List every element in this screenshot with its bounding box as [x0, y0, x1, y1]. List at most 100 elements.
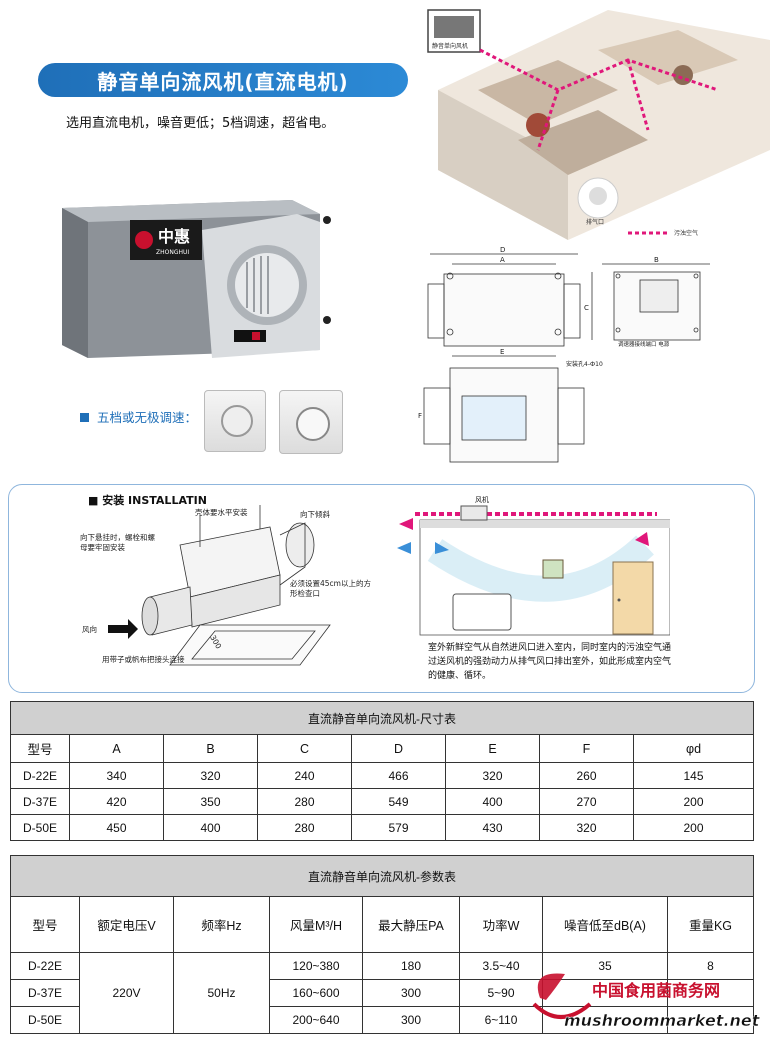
parameter-table: 直流静音单向流风机-参数表 型号 额定电压V 频率Hz 风量M³/H 最大静压P…: [10, 855, 754, 1034]
watermark-logo: 中国食用菌商务网 mushroommarket.net: [532, 973, 761, 1030]
param-weight: [667, 979, 754, 1007]
size-cell: 430: [445, 814, 540, 841]
dim-a-label: A: [500, 256, 505, 264]
size-cell: 200: [633, 788, 754, 815]
size-cell: 400: [163, 814, 258, 841]
note-strap: 用带子或帆布把接头连接: [102, 655, 185, 664]
bullet-square-icon: [80, 413, 89, 422]
size-cell: 320: [445, 762, 540, 789]
rotary-knob-icon: [296, 407, 330, 441]
fan-inset-label: 静音单向风机: [432, 42, 468, 50]
size-table: 直流静音单向流风机-尺寸表 型号 A B C D E F φd D-22E 34…: [10, 701, 754, 841]
param-airflow: 200~640: [269, 1006, 363, 1034]
size-cell: D-37E: [10, 788, 70, 815]
size-cell: 270: [539, 788, 634, 815]
dim-e-label: E: [500, 348, 504, 356]
size-cell: 466: [351, 762, 446, 789]
speed-control-text: 五档或无极调速：: [97, 410, 198, 425]
dimension-drawings: D A B C E F 安装孔4-Ф10 调速器接线端口 电源: [418, 246, 710, 463]
mushroom-logo-icon: [537, 973, 565, 1000]
param-frequency: 50Hz: [173, 952, 270, 1034]
size-cell: 579: [351, 814, 446, 841]
size-cell: 320: [163, 762, 258, 789]
dim-d-label: D: [500, 246, 505, 254]
size-cell: 340: [69, 762, 164, 789]
param-header: 噪音低至dB(A): [542, 896, 668, 953]
note-tilt: 向下倾斜: [300, 509, 330, 519]
size-cell: D-50E: [10, 814, 70, 841]
size-table-caption: 直流静音单向流风机-尺寸表: [10, 701, 754, 735]
size-cell: D-22E: [10, 762, 70, 789]
stepless-speed-controller: [279, 390, 343, 454]
room-airflow-diagram: 风机: [397, 495, 670, 636]
param-pressure: 300: [362, 1006, 460, 1034]
hole-note: 安装孔4-Ф10: [566, 360, 603, 368]
airflow-description: 室外新鲜空气从自然进风口进入室内，同时室内的污浊空气通过送风机的强劲动力从排气风…: [428, 643, 672, 681]
param-power: 6~110: [459, 1006, 543, 1034]
brand-pinyin: ZHONGHUI: [156, 249, 189, 256]
param-header: 额定电压V: [79, 896, 174, 953]
panel-note: 调速器接线端口 电源: [618, 340, 670, 348]
param-header: 风量M³/H: [269, 896, 363, 953]
dim-f-label: F: [418, 412, 422, 420]
param-weight: [667, 1006, 754, 1034]
param-pressure: 180: [362, 952, 460, 980]
note-hang: 向下悬挂时，螺栓和螺母要牢固安装: [80, 533, 155, 552]
dim-c-label: C: [584, 304, 589, 312]
size-cell: 200: [633, 814, 754, 841]
param-model: D-22E: [10, 952, 80, 980]
table-row: D-22E 340 320 240 466 320 260 145: [10, 762, 754, 789]
note-wind: 风向: [82, 624, 97, 634]
size-cell: 280: [257, 814, 352, 841]
param-header: 最大静压PA: [362, 896, 460, 953]
size-header: A: [69, 734, 164, 763]
size-cell: 145: [633, 762, 754, 789]
wind-arrow-icon: [108, 619, 138, 639]
size-cell: 549: [351, 788, 446, 815]
size-cell: 420: [69, 788, 164, 815]
size-cell: 240: [257, 762, 352, 789]
size-header: E: [445, 734, 540, 763]
table-row: D-50E 450 400 280 579 430 320 200: [10, 814, 754, 841]
table-row: D-37E 160~600 300 5~90: [10, 979, 754, 1007]
param-header: 功率W: [459, 896, 543, 953]
size-header: D: [351, 734, 446, 763]
param-table-caption: 直流静音单向流风机-参数表: [10, 855, 754, 897]
param-header: 频率Hz: [173, 896, 270, 953]
fan-label: 风机: [475, 495, 489, 504]
legend-dirty-air: 污浊空气: [674, 229, 698, 237]
param-header: 重量KG: [667, 896, 754, 953]
size-cell: 280: [257, 788, 352, 815]
watermark-url: mushroommarket.net: [564, 1011, 761, 1030]
dirty-air-path: [479, 48, 719, 151]
note-access: 必须设置45cm以上的方形检查口: [290, 579, 371, 598]
param-power: 3.5~40: [459, 952, 543, 980]
size-header: C: [257, 734, 352, 763]
param-airflow: 160~600: [269, 979, 363, 1007]
speed-control-label: 五档或无极调速：: [80, 407, 197, 426]
watermark-cn: 中国食用菌商务网: [592, 981, 720, 1000]
param-model: D-37E: [10, 979, 80, 1007]
note-level: 壳体要水平安装: [195, 507, 248, 517]
table-row: D-37E 420 350 280 549 400 270 200: [10, 788, 754, 815]
param-noise: [542, 1006, 668, 1034]
size-cell: 320: [539, 814, 634, 841]
fresh-air-arrow-icon: [397, 542, 411, 554]
fan-box: [460, 505, 488, 521]
page-title: 静音单向流风机(直流电机): [38, 63, 408, 97]
size-cell: 350: [163, 788, 258, 815]
param-power: 5~90: [459, 979, 543, 1007]
size-header: 型号: [10, 734, 70, 763]
param-pressure: 300: [362, 979, 460, 1007]
table-row: D-50E 200~640 300 6~110: [10, 1006, 754, 1034]
power-switch: [234, 330, 266, 342]
fan-unit-photo: 中惠 ZHONGHUI: [62, 200, 331, 358]
size-header: B: [163, 734, 258, 763]
param-model: D-50E: [10, 1006, 80, 1034]
installation-panel: [8, 484, 755, 693]
exhaust-arrow-icon: [399, 518, 413, 530]
param-noise: [542, 979, 668, 1007]
subtitle: 选用直流电机，噪音更低；5档调速，超省电。: [66, 116, 335, 131]
size-cell: 450: [69, 814, 164, 841]
dial-knob-icon: [221, 405, 253, 437]
